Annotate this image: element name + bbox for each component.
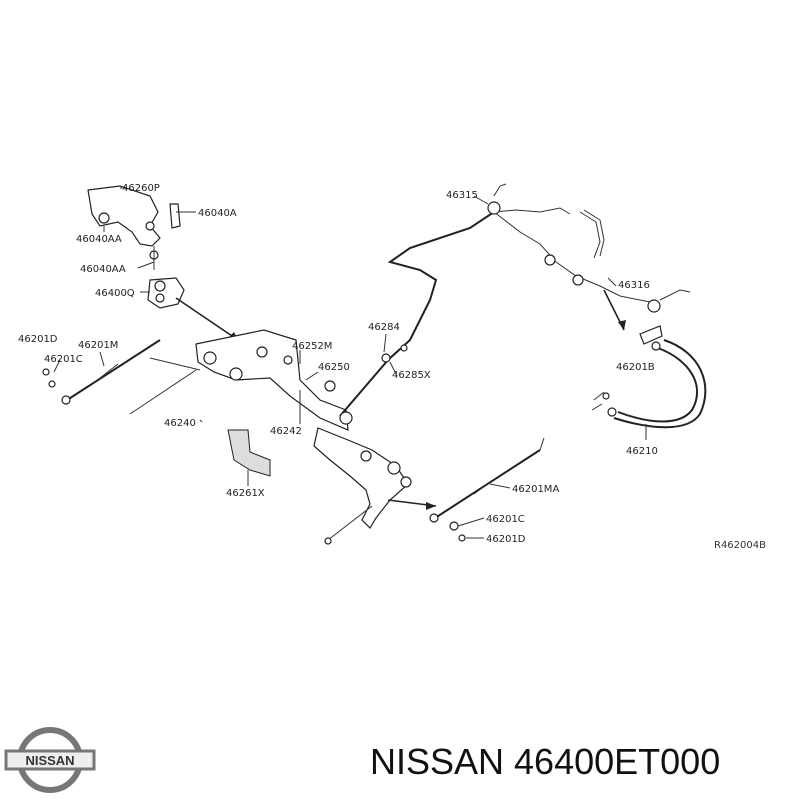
label-46040AA-upper: 46040AA: [76, 234, 122, 245]
cable-guide-bracket: [227, 429, 271, 477]
front-cable: [339, 211, 495, 417]
rear-cables: [487, 183, 691, 313]
label-46201M: 46201M: [78, 340, 118, 351]
label-46285X: 46285X: [392, 370, 431, 381]
label-46252M: 46252M: [292, 341, 332, 352]
pedal-mechanism: [129, 329, 349, 431]
label-46201C-right: 46201C: [486, 514, 525, 525]
nissan-logo-icon: NISSAN: [4, 727, 96, 793]
bracket-assembly: [87, 185, 185, 309]
label-46201C-left: 46201C: [44, 354, 83, 365]
label-46040AA-lower: 46040AA: [80, 264, 126, 275]
logo-text: NISSAN: [25, 753, 74, 768]
label-46201D-right: 46201D: [486, 534, 526, 545]
label-46315: 46315: [446, 190, 478, 201]
label-46201D-left: 46201D: [18, 334, 58, 345]
label-46250: 46250: [318, 362, 350, 373]
brake-hoses: [591, 325, 707, 429]
right-cable: [429, 437, 545, 542]
label-46040A: 46040A: [198, 208, 237, 219]
label-46260P: 46260P: [122, 183, 160, 194]
equalizer-assembly: [313, 411, 412, 545]
label-46240: 46240: [164, 418, 196, 429]
label-46210: 46210: [626, 446, 658, 457]
label-46242: 46242: [270, 426, 302, 437]
left-cable: [42, 339, 161, 405]
label-46261X: 46261X: [226, 488, 265, 499]
reference-code: R462004B: [714, 540, 766, 551]
label-46201MA: 46201MA: [512, 484, 559, 495]
label-46400Q: 46400Q: [95, 288, 135, 299]
label-46201B: 46201B: [616, 362, 655, 373]
label-46316: 46316: [618, 280, 650, 291]
label-46284: 46284: [368, 322, 400, 333]
part-number-title: NISSAN 46400ET000: [370, 741, 721, 782]
